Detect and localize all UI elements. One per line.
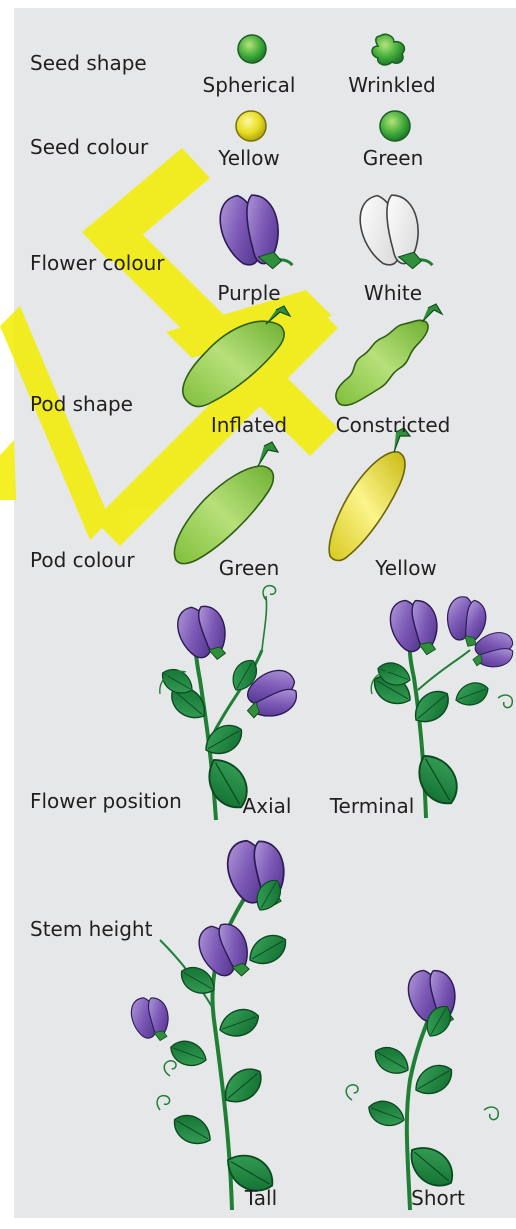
option-b-caption: Terminal [330,794,415,818]
yellow-pod-icon [329,428,410,561]
trait-label-seed-shape: Seed shape [30,51,147,75]
white-flower-icon [356,188,432,276]
option-a-caption: Tall [245,1186,277,1210]
purple-flower-icon [216,188,292,276]
option-a-caption: Yellow [218,146,280,170]
option-a-caption: Axial [243,794,292,818]
option-a-caption: Green [219,556,280,580]
terminal-plant-icon [368,595,516,818]
option-a-caption: Purple [217,281,280,305]
trait-label-seed-colour: Seed colour [30,135,148,159]
trait-label-flower-position: Flower position [30,789,182,813]
option-b-caption: Yellow [375,556,437,580]
trait-label-flower-colour: Flower colour [30,251,164,275]
option-b-caption: Green [363,146,424,170]
trait-label-pod-shape: Pod shape [30,392,133,416]
pea-green-icon [380,111,410,141]
pea-round-icon [238,35,266,63]
option-b-caption: Short [411,1186,465,1210]
pea-yellow-icon [236,111,266,141]
option-b-caption: White [364,281,422,305]
option-b-caption: Constricted [336,413,451,437]
tall-plant-icon [129,836,292,1210]
option-b-caption: Wrinkled [348,73,435,97]
letter-e-watermark-icon [0,148,338,546]
axial-plant-icon [157,586,303,820]
trait-label-pod-colour: Pod colour [30,548,135,572]
short-plant-icon [344,966,498,1210]
constricted-pod-icon [336,304,442,405]
option-a-caption: Inflated [211,413,287,437]
option-a-caption: Spherical [203,73,296,97]
pea-wrinkled-icon [372,34,404,65]
trait-label-stem-height: Stem height [30,917,152,941]
